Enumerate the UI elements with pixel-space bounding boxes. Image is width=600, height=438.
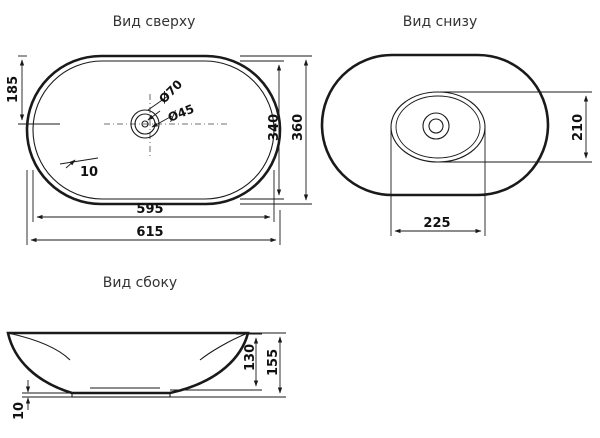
top-drain [130,95,173,139]
bottom-view: Вид снизу 210 225 [320,14,592,236]
top-wall-arrow [65,159,76,169]
bottom-225-label: 225 [423,216,450,231]
side-inner-rim [7,332,71,361]
side-bowl-outline [6,331,250,395]
top-drain-inner-label: Ø45 [166,102,196,125]
bottom-view-caption: Вид снизу [403,14,478,30]
bottom-outer-outline [320,53,550,197]
top-360-label: 360 [291,114,306,141]
bottom-drain-outer [422,112,450,140]
side-base-foot [71,392,171,398]
side-inner-rim-right [199,332,249,361]
top-wall-label: 10 [80,165,98,180]
side-155-label: 155 [266,349,281,376]
top-drain-outer-label: Ø70 [156,77,185,106]
bottom-base-ring-inner [395,95,481,159]
top-wall-leader [59,157,99,165]
top-615-label: 615 [136,225,163,240]
side-10-label: 10 [12,402,27,420]
top-inner-outline [32,60,275,200]
top-view: Вид сверху Ø70 Ø45 185 10 340 [6,14,312,245]
bottom-drain-inner [428,118,444,134]
bottom-210-label: 210 [571,114,586,141]
side-130-label: 130 [243,344,258,371]
top-view-caption: Вид сверху [113,14,196,30]
top-595-label: 595 [136,202,163,217]
top-185-label: 185 [6,76,21,103]
side-view: Вид сбоку 130 155 10 [6,275,286,420]
side-view-caption: Вид сбоку [103,275,177,291]
bottom-base-ring-outer [390,91,486,163]
top-340-label: 340 [267,114,282,141]
